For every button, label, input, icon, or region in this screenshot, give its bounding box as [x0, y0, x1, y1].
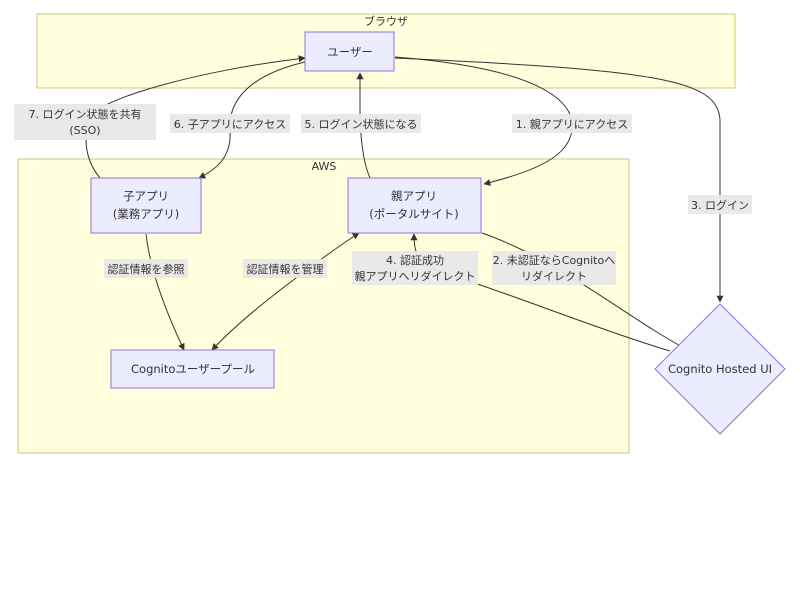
node-child-app-line1: 子アプリ — [123, 189, 169, 203]
edge-2-path — [481, 232, 689, 351]
node-child-app[interactable]: 子アプリ (業務アプリ) — [90, 177, 202, 234]
edge-label-9-text: 認証情報を管理 — [247, 262, 324, 276]
edge-label-2-line2: リダイレクト — [521, 269, 587, 283]
edge-label-8-text: 認証情報を参照 — [108, 262, 185, 276]
edge-5-path — [356, 72, 371, 179]
node-user-pool[interactable]: Cognitoユーザープール — [110, 349, 275, 389]
cluster-aws-title: AWS — [312, 160, 337, 173]
edge-label-1-text: 1. 親アプリにアクセス — [516, 118, 628, 131]
edge-label-5: 5. ログイン状態になる — [301, 114, 421, 133]
node-parent-app-line1: 親アプリ — [391, 189, 437, 203]
edge-label-1: 1. 親アプリにアクセス — [512, 114, 632, 133]
edge-label-2: 2. 未認証ならCognitoへ リダイレクト — [492, 251, 616, 285]
node-user-label: ユーザー — [327, 45, 373, 59]
node-parent-app[interactable]: 親アプリ (ポータルサイト) — [347, 177, 482, 234]
node-user[interactable]: ユーザー — [304, 31, 395, 72]
edge-label-6: 6. 子アプリにアクセス — [170, 114, 290, 133]
edge-label-9: 認証情報を管理 — [243, 259, 327, 278]
edge-label-4-line2: 親アプリへリダイレクト — [355, 269, 476, 283]
edge-label-7-line1: 7. ログイン状態を共有 — [29, 107, 142, 121]
edge-label-4: 4. 認証成功 親アプリへリダイレクト — [352, 251, 478, 285]
node-hosted-ui-label: Cognito Hosted UI — [668, 362, 772, 376]
edge-label-2-line1: 2. 未認証ならCognitoへ — [493, 253, 615, 267]
edge-label-3-text: 3. ログイン — [691, 198, 749, 212]
edge-label-6-text: 6. 子アプリにアクセス — [174, 118, 286, 131]
edge-label-3: 3. ログイン — [688, 195, 752, 214]
node-parent-app-line2: (ポータルサイト) — [369, 207, 458, 221]
edge-label-4-line1: 4. 認証成功 — [386, 253, 444, 267]
node-child-app-line2: (業務アプリ) — [113, 207, 179, 221]
edge-label-7: 7. ログイン状態を共有 (SSO) — [14, 104, 156, 140]
node-user-pool-label: Cognitoユーザープール — [131, 362, 255, 376]
edge-label-5-text: 5. ログイン状態になる — [305, 117, 418, 131]
edge-8-path — [145, 233, 185, 351]
node-hosted-ui[interactable]: Cognito Hosted UI — [654, 303, 786, 435]
edge-label-7-line2: (SSO) — [69, 124, 100, 137]
edge-3-path — [394, 57, 724, 303]
edge-label-8: 認証情報を参照 — [104, 259, 188, 278]
cluster-browser-title: ブラウザ — [364, 14, 408, 28]
